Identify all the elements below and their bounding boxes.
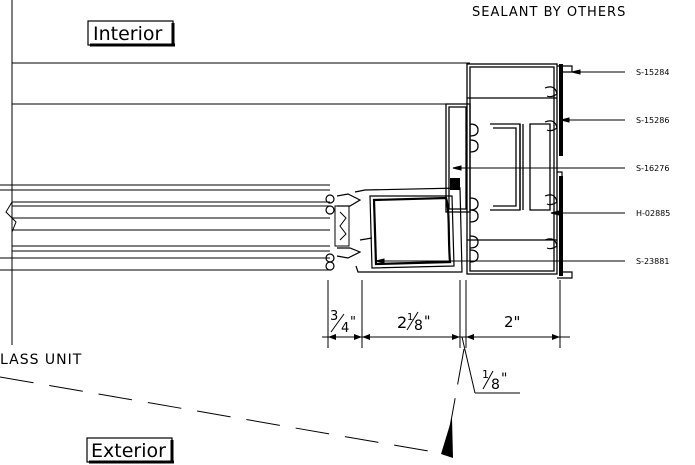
section-marker-arrow — [441, 418, 453, 458]
dim-two-inch: 2" — [504, 313, 520, 331]
glass-unit — [0, 184, 350, 271]
gasket-strips — [450, 64, 563, 276]
dim-one-eighth-den: 8 — [491, 377, 500, 393]
interior-label: Interior — [87, 20, 175, 47]
callout-s-16276: S-16276 — [636, 164, 669, 173]
exterior-label: Exterior — [86, 437, 174, 464]
dim-three-quarter: 3 4 " — [330, 309, 356, 336]
dim-three-quarter-den: 4 — [341, 321, 349, 336]
dim-two-eighth-den: 8 — [414, 318, 423, 334]
interior-text: Interior — [93, 23, 162, 45]
glazing-gaskets — [325, 193, 362, 271]
dim-three-quarter-num: 3 — [330, 309, 338, 324]
mullion-frame — [445, 63, 558, 275]
building-lines — [11, 0, 470, 345]
callout-s-15284: S-15284 — [636, 68, 669, 77]
dim-two-eighth: 2 1 8 " — [397, 311, 430, 334]
exterior-text: Exterior — [91, 440, 166, 462]
dim-one-eighth-unit: " — [501, 371, 507, 387]
callout-s-15286: S-15286 — [636, 116, 669, 125]
dim-two-eighth-whole: 2 — [397, 313, 407, 332]
sealant-note: SEALANT BY OTHERS — [472, 5, 626, 20]
dim-two-eighth-num: 1 — [407, 312, 413, 323]
dim-three-quarter-unit: " — [350, 315, 356, 330]
callout-s-23881: S-23881 — [636, 257, 669, 266]
dim-one-eighth-num: 1 — [482, 368, 489, 381]
callout-leaders — [375, 69, 625, 264]
dimension-ticks — [328, 334, 560, 340]
callout-h-02885: H-02885 — [636, 209, 670, 218]
dim-one-eighth: 1 8 " — [482, 368, 507, 393]
glass-unit-note: LASS UNIT — [0, 352, 82, 368]
dim-two-eighth-unit: " — [424, 314, 430, 330]
part-callouts: S-15284 S-15286 S-16276 H-02885 S-23881 — [636, 68, 670, 266]
